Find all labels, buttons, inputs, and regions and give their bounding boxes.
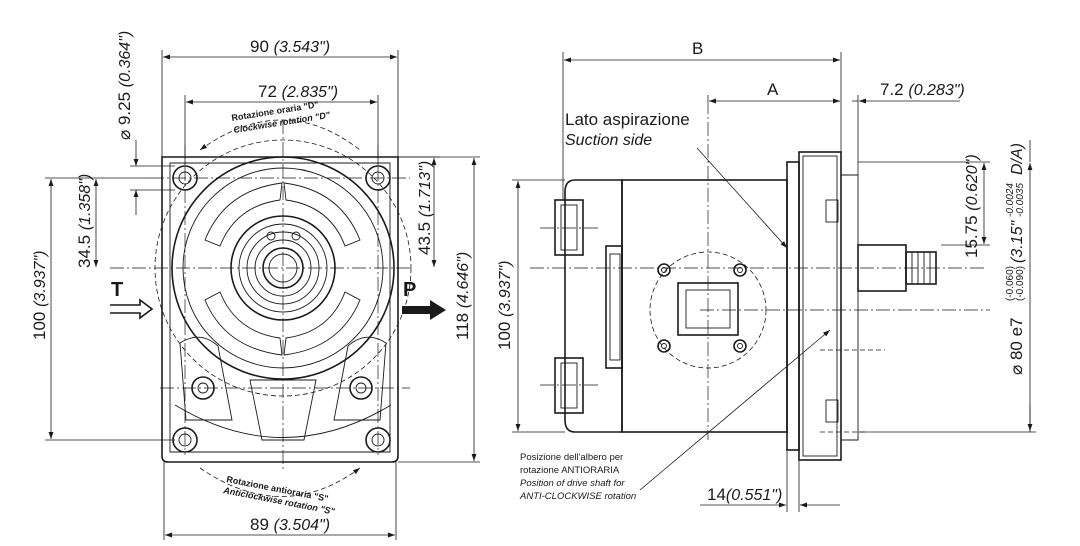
svg-text:-0.0024: -0.0024 <box>1005 183 1016 217</box>
dim-b: B <box>692 39 703 58</box>
dim-side-height: 100 (3.937") <box>495 261 514 350</box>
shaft-position-it-1: Posizione dell'albero per <box>520 452 623 463</box>
dim-hole-spacing: 72 (2.835") <box>258 82 338 101</box>
svg-text:(-0.090): (-0.090) <box>1015 266 1026 301</box>
dim-left-offset: 34.5 (1.358") <box>75 174 94 268</box>
dim-height-left: 100 (3.937") <box>30 251 49 340</box>
suction-side-en: Suction side <box>565 132 652 149</box>
svg-text:D/A): D/A) <box>1009 143 1026 175</box>
dim-a: A <box>767 80 779 99</box>
svg-text:(3.15": (3.15" <box>1009 220 1026 263</box>
dim-bottom-width: 89 (3.504") <box>250 515 330 534</box>
side-view <box>512 52 1036 512</box>
port-t-label: T <box>111 279 123 301</box>
dim-bottom-14: 14(0.551") <box>707 485 782 504</box>
svg-text:(-0.060): (-0.060) <box>1005 266 1016 301</box>
shaft-position-en-1: Position of drive shaft for <box>520 478 625 489</box>
dim-top-width: 90 (3.543") <box>250 37 330 56</box>
dim-right-offset: 43.5 (1.713") <box>415 161 434 255</box>
dim-height-right: 118 (4.646") <box>453 252 472 340</box>
port-p-label: P <box>403 279 416 301</box>
dim-shaft-length: 15.75 (0.620") <box>962 154 981 258</box>
svg-text:⌀ 80 e7: ⌀ 80 e7 <box>1007 318 1026 376</box>
shaft-position-en-2: ANTI-CLOCKWISE rotation <box>519 491 636 502</box>
dim-flange: 7.2 (0.283") <box>880 80 965 99</box>
shaft-position-it-2: rotazione ANTIORARIA <box>520 465 620 476</box>
dim-hole-dia: ⌀ 9.25 (0.364") <box>115 31 134 140</box>
front-view <box>45 50 480 540</box>
dim-shaft-diameter: ⌀ 80 e7 (-0.060) (-0.090) (3.15" -0.0024… <box>1005 143 1026 375</box>
svg-text:-0.0035: -0.0035 <box>1015 183 1026 217</box>
suction-side-it: Lato aspirazione <box>565 110 690 129</box>
